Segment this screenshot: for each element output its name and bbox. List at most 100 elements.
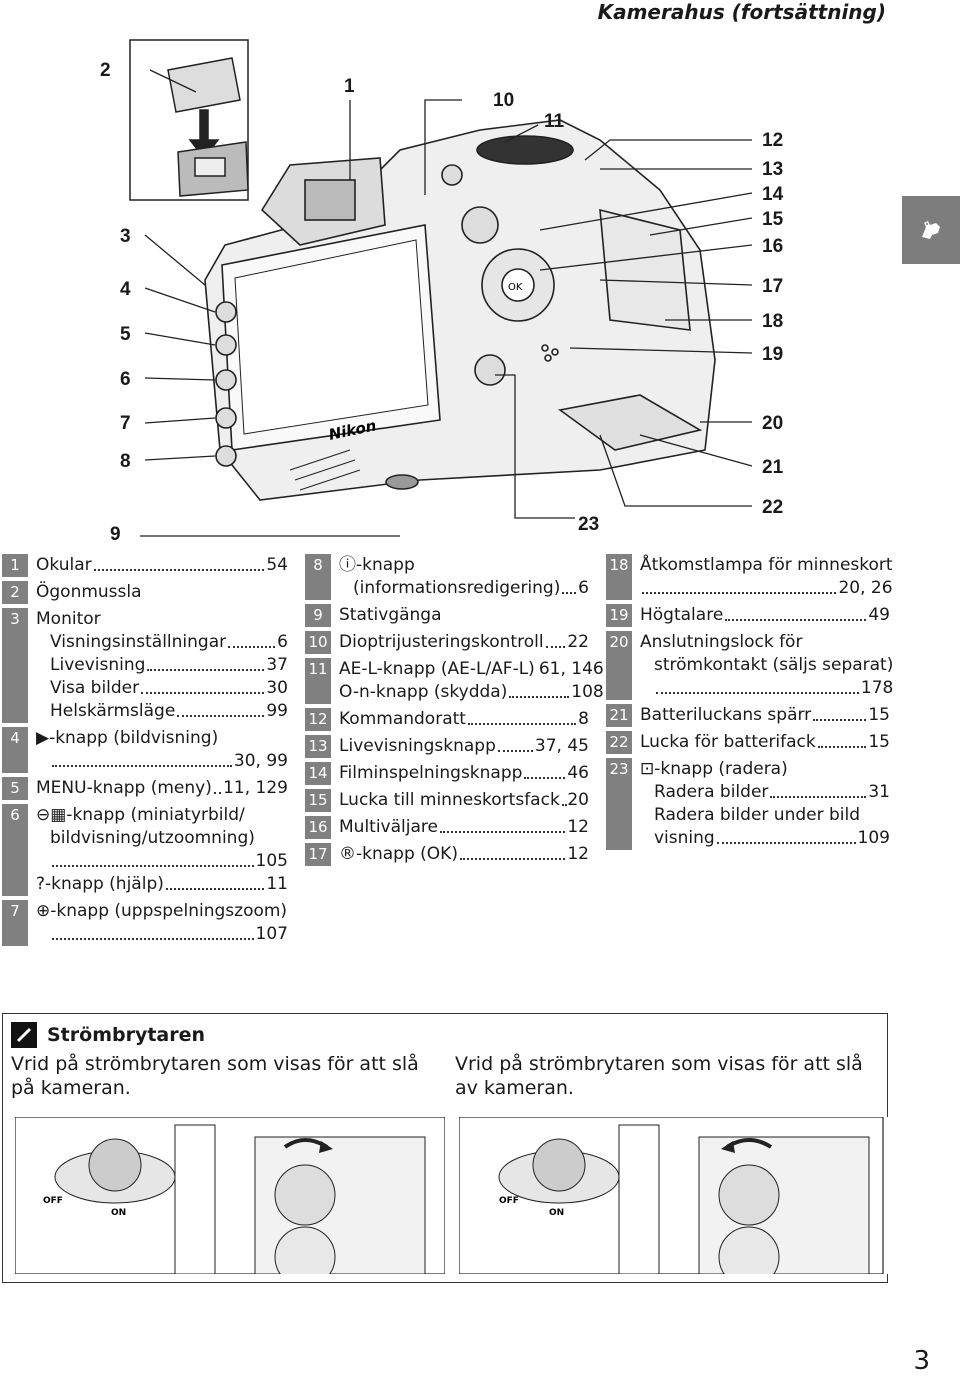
entry-label: Högtalare — [640, 605, 724, 625]
callout-14: 14 — [762, 184, 784, 205]
entry-label: AE-L-knapp (AE-L/AF-L) — [339, 659, 535, 679]
entry-page: 109 — [857, 828, 890, 848]
index-entry: 7⊕-knapp (uppspelningszoom)107 — [2, 900, 288, 946]
entry-label: Lucka till minneskortsfack — [339, 790, 560, 810]
entry-page: 15 — [868, 732, 890, 752]
leader-lines — [140, 69, 753, 537]
entry-page: 31 — [868, 782, 890, 802]
entry-label: MENU-knapp (meny) — [36, 778, 212, 798]
callout-23: 23 — [578, 514, 600, 535]
index-entry: 5 MENU-knapp (meny) 11, 129 — [2, 777, 288, 800]
entry-number: 17 — [305, 843, 331, 866]
entry-number: 9 — [305, 604, 331, 627]
entry-label: ⊕-knapp (uppspelningszoom) — [36, 901, 288, 921]
entry-label: Livevisningsknapp — [339, 736, 496, 756]
index-entry: 14 Filminspelningsknapp 46 — [305, 762, 589, 785]
callout-5: 5 — [120, 324, 131, 345]
entry-number: 12 — [305, 708, 331, 731]
entry-label: ®-knapp (OK) — [339, 844, 458, 864]
callout-2: 2 — [100, 60, 111, 81]
entry-page: 30 — [266, 678, 288, 698]
entry-label: O-n-knapp (skydda) — [339, 682, 508, 702]
entry-label: strömkontakt (säljs separat) — [654, 655, 894, 675]
section-tab — [902, 196, 960, 264]
power-switch-note: Strömbrytaren Vrid på strömbrytaren som … — [2, 1013, 889, 1288]
entry-number: 18 — [606, 554, 632, 600]
page-header: Kamerahus (fortsättning) — [597, 0, 886, 24]
entry-label: Visa bilder — [50, 678, 140, 698]
entry-label: Radera bilder — [654, 782, 769, 802]
entry-page: 11, 129 — [223, 778, 288, 798]
callout-13: 13 — [762, 159, 784, 180]
index-entry: 4▶-knapp (bildvisning)30, 99 — [2, 727, 288, 773]
page-number: 3 — [913, 1346, 930, 1376]
callout-8: 8 — [120, 451, 131, 472]
entry-page: 61, 146 — [538, 659, 604, 679]
entry-number: 5 — [2, 777, 28, 800]
entry-page: 15 — [868, 705, 890, 725]
entry-label: Helskärmsläge — [50, 701, 176, 721]
callout-12: 12 — [762, 130, 784, 151]
entry-number: 11 — [305, 658, 331, 704]
entry-page: 99 — [266, 701, 288, 721]
entry-label: (informationsredigering) — [353, 578, 561, 598]
entry-page: 30, 99 — [233, 751, 288, 771]
camera-illustration: Nikon OK — [129, 39, 753, 537]
callout-7: 7 — [120, 413, 131, 434]
callout-15: 15 — [762, 209, 784, 230]
entry-label: Anslutningslock för — [640, 632, 803, 652]
entry-number: 8 — [305, 554, 331, 600]
entry-number: 23 — [606, 758, 632, 850]
entry-label: Batteriluckans spärr — [640, 705, 812, 725]
entry-page: 37 — [266, 655, 288, 675]
callout-18: 18 — [762, 311, 784, 332]
index-column-3: 18 Åtkomstlampa för minneskort 20, 26 19 Hög… — [606, 554, 894, 854]
dial-on-label-2: ON — [549, 1208, 564, 1218]
entry-page: 105 — [255, 851, 288, 871]
entry-label: Stativgänga — [339, 605, 442, 625]
entry-number: 14 — [305, 762, 331, 785]
entry-label: Åtkomstlampa för minneskort — [640, 555, 893, 575]
entry-label: Filminspelningsknapp — [339, 763, 523, 783]
entry-page: 22 — [567, 632, 589, 652]
dial-on-label: ON — [111, 1208, 126, 1218]
note-title-text: Strömbrytaren — [47, 1024, 206, 1046]
entry-label: Okular — [36, 555, 92, 575]
entry-page: 20, 26 — [838, 578, 893, 598]
check-icon — [11, 1022, 37, 1048]
callout-11: 11 — [544, 111, 565, 132]
entry-page: 20 — [567, 790, 589, 810]
index-entry: 9 Stativgänga — [305, 604, 589, 627]
entry-page: 11 — [266, 874, 288, 894]
entry-label: Monitor — [36, 609, 101, 629]
entry-page: 46 — [567, 763, 589, 783]
entry-number: 16 — [305, 816, 331, 839]
entry-label: Livevisning — [50, 655, 146, 675]
dial-off-label-2: OFF — [499, 1196, 519, 1206]
callout-1: 1 — [344, 76, 355, 97]
entry-label: ⓘ-knapp — [339, 555, 415, 575]
note-title: Strömbrytaren — [11, 1022, 205, 1048]
callout-16: 16 — [762, 236, 784, 257]
entry-label: bildvisning/utzoomning) — [50, 828, 255, 848]
callout-4: 4 — [120, 279, 131, 300]
entry-label: visning — [654, 828, 715, 848]
entry-page: 6 — [578, 578, 589, 598]
power-off-illustration: OFF ON — [458, 1116, 889, 1288]
entry-label: ▶-knapp (bildvisning) — [36, 728, 219, 748]
entry-number: 19 — [606, 604, 632, 627]
ok-label: OK — [508, 282, 523, 293]
callout-10: 10 — [493, 90, 515, 111]
entry-page: 49 — [868, 605, 890, 625]
power-on-illustration: OFF ON — [14, 1116, 446, 1288]
